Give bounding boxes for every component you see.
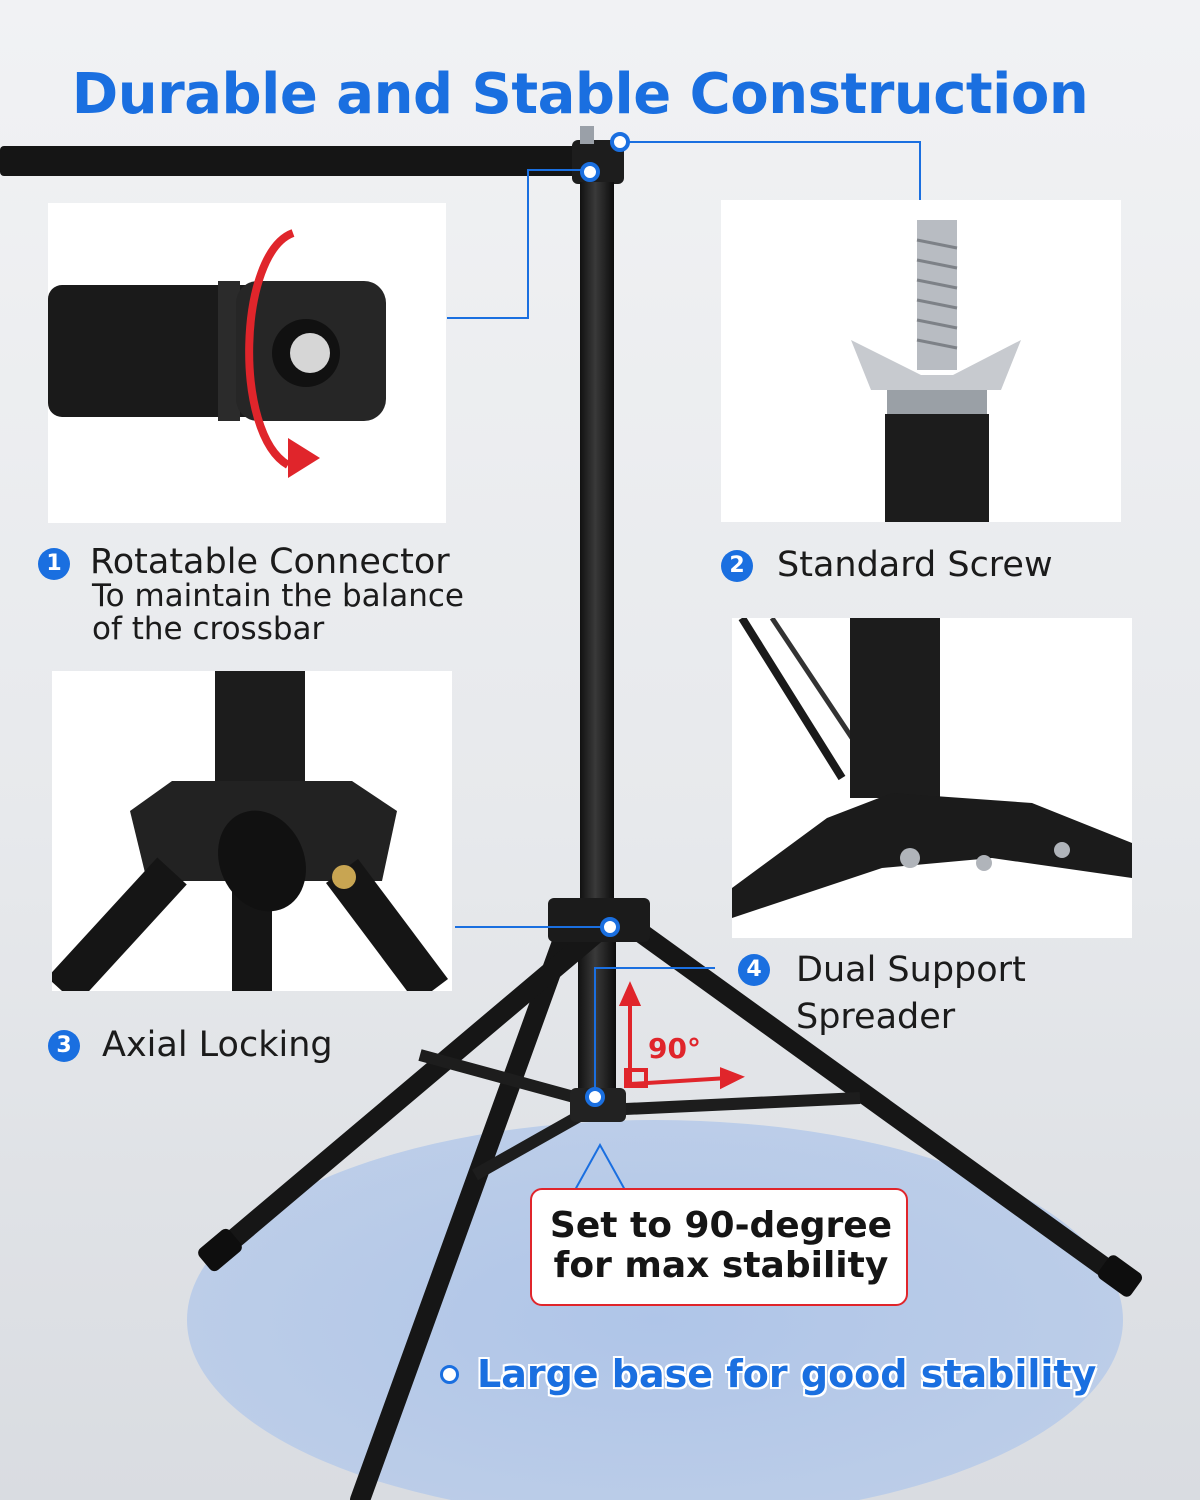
feature-title: Axial Locking (102, 1025, 333, 1065)
base-note: Large base for good stability (440, 1352, 1096, 1396)
photo-standard-screw (721, 200, 1121, 522)
page-title: Durable and Stable Construction (71, 61, 1089, 127)
rotate-arrow-icon (245, 229, 320, 478)
badge-number-3: 3 (48, 1030, 80, 1062)
feature-subtitle-line-1: To maintain the balance (92, 578, 464, 614)
vertical-pole (580, 182, 614, 912)
badge-number-1: 1 (38, 548, 70, 580)
photo-dual-support-spreader (732, 618, 1132, 938)
badge-number-4: 4 (738, 954, 770, 986)
base-note-text: Large base for good stability (477, 1352, 1097, 1396)
feature-title-line-2: Spreader (796, 997, 956, 1037)
feature-title: Standard Screw (777, 545, 1053, 585)
marker-dot-icon (440, 1364, 459, 1384)
crossbar (0, 146, 590, 176)
feature-subtitle-line-2: of the crossbar (92, 611, 325, 647)
angle-label: 90° (648, 1032, 701, 1065)
photo-rotatable-connector (48, 203, 446, 523)
callout-text: Set to 90-degree for max stability (549, 1205, 893, 1286)
angle-arrow-icon (618, 981, 745, 1090)
marker-dot-icon (580, 132, 630, 1107)
badge-number-2: 2 (721, 550, 753, 582)
stability-callout: Set to 90-degree for max stability (530, 1188, 908, 1306)
feature-title-line-1: Dual Support (796, 950, 1026, 990)
photo-axial-locking (52, 671, 452, 991)
feature-title: Rotatable Connector (90, 542, 450, 582)
